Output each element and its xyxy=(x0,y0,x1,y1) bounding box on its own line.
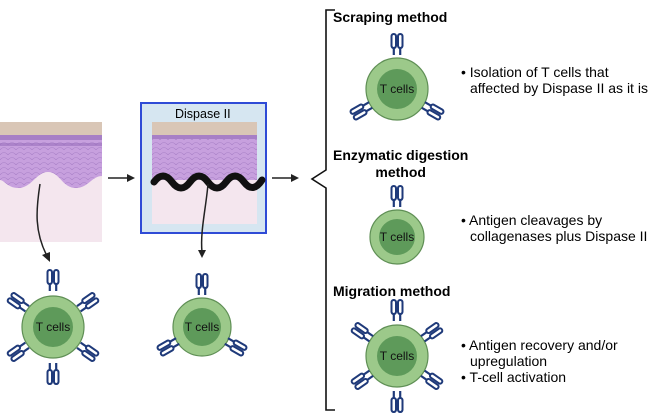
tcr-receptor xyxy=(390,32,404,57)
t-cell-label-middle: T cells xyxy=(184,320,220,334)
arrow-dispase-to-methods xyxy=(272,174,299,182)
dispase-label: Dispase II xyxy=(175,107,231,121)
t-cell-enzymatic xyxy=(369,184,425,265)
migration-method-title: Migration method xyxy=(333,283,451,299)
t-cell-migration xyxy=(349,298,445,414)
t-cell-label-scraping: T cells xyxy=(379,82,415,96)
skin-section-dispase xyxy=(152,122,257,224)
arrow-skin-to-cells-left xyxy=(36,183,50,262)
basement-membrane-separation xyxy=(150,172,266,192)
tcr-receptor xyxy=(390,184,404,209)
t-cell-scraping xyxy=(348,32,446,122)
scraping-method-title: Scraping method xyxy=(333,9,448,25)
skin-section-untreated xyxy=(0,122,102,242)
migration-bullets: • Antigen recovery and/or upregulation •… xyxy=(461,337,618,385)
tcr-receptor xyxy=(195,272,209,297)
enzymatic-method-title: Enzymatic digestion method xyxy=(333,147,469,180)
t-cell-middle xyxy=(155,272,249,358)
dispase-treatment-box xyxy=(140,102,267,234)
arrow-skin-to-cells-middle xyxy=(198,183,209,258)
tcr-receptor xyxy=(390,298,404,323)
t-cell-label-left: T cells xyxy=(35,320,71,334)
methods-bracket xyxy=(310,9,335,411)
scraping-bullet: • Isolation of T cells that affected by … xyxy=(461,64,648,96)
t-cell-label-migration: T cells xyxy=(379,349,415,363)
enzymatic-bullet: • Antigen cleavages by collagenases plus… xyxy=(461,212,648,244)
arrow-left-to-dispase xyxy=(108,174,135,182)
t-cell-left xyxy=(5,268,101,386)
tcr-receptor xyxy=(46,361,60,386)
t-cell-label-enzymatic: T cells xyxy=(379,230,415,244)
tcr-receptor xyxy=(46,268,60,293)
tcr-receptor xyxy=(390,389,404,414)
